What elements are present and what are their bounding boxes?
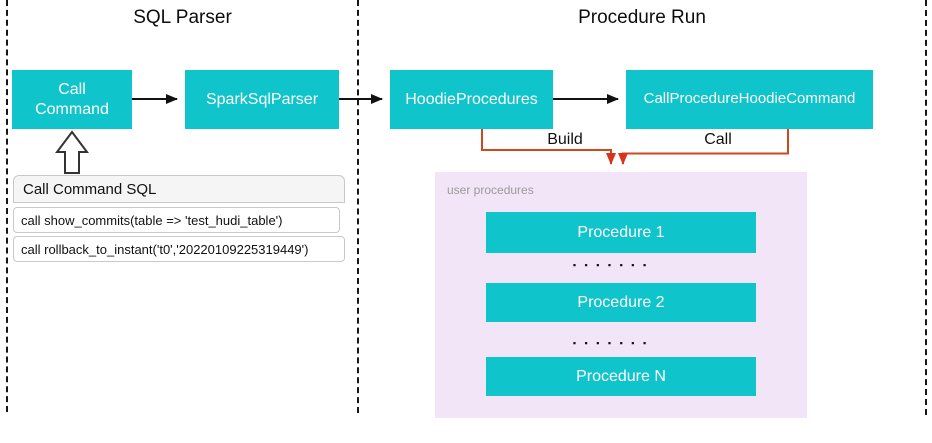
- section-divider-right: [925, 0, 927, 415]
- user-procedures-label: user procedures: [447, 183, 534, 197]
- user-procedures-panel: user procedures Procedure 1 ▪ ▪ ▪ ▪ ▪ ▪ …: [435, 172, 807, 418]
- hollow-up-arrow-icon: [55, 130, 89, 174]
- node-procedure-1: Procedure 1: [486, 212, 756, 253]
- edge-label-build: Build: [547, 131, 583, 148]
- node-spark-sql-parser: SparkSqlParser: [185, 70, 339, 129]
- node-call-procedure-hoodie-command: CallProcedureHoodieCommand: [626, 70, 873, 129]
- sql-table-row: call show_commits(table => 'test_hudi_ta…: [13, 207, 340, 233]
- ellipsis-dots: ▪ ▪ ▪ ▪ ▪ ▪ ▪: [572, 338, 650, 348]
- node-procedure-n: Procedure N: [486, 357, 756, 396]
- edge-label-call: Call: [704, 131, 732, 148]
- sql-table-row: call rollback_to_instant('t0','202201092…: [13, 236, 345, 262]
- section-title-procedure-run: Procedure Run: [578, 7, 706, 28]
- ellipsis-dots: ▪ ▪ ▪ ▪ ▪ ▪ ▪: [572, 260, 650, 270]
- section-divider-middle: [357, 0, 359, 413]
- section-divider-left: [6, 0, 8, 412]
- node-call-command: Call Command: [12, 70, 132, 129]
- node-procedure-2: Procedure 2: [486, 283, 756, 322]
- node-hoodie-procedures: HoodieProcedures: [390, 70, 553, 129]
- sql-table-header: Call Command SQL: [13, 175, 345, 203]
- section-title-sql-parser: SQL Parser: [133, 7, 232, 28]
